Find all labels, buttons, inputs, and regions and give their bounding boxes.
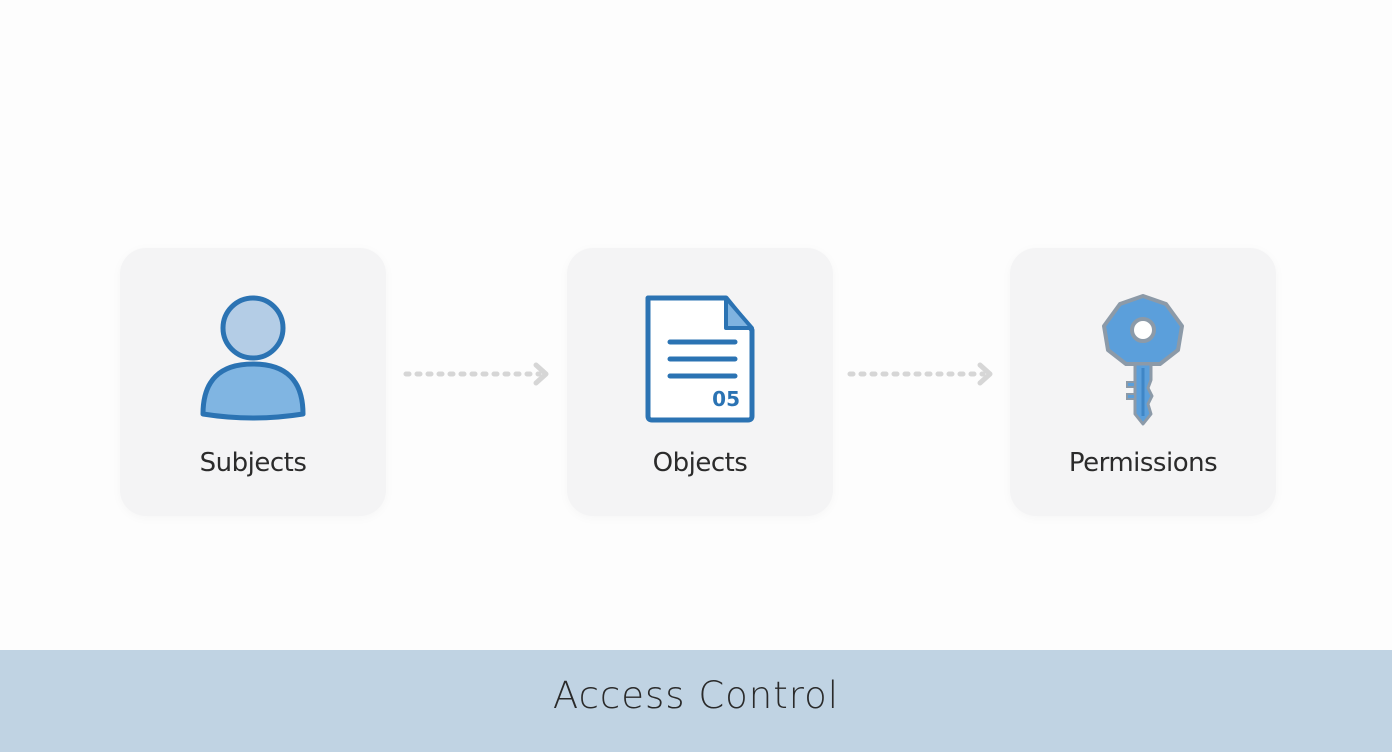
node-label: Objects [652,448,748,478]
footer-banner: Access Control [0,650,1392,752]
node-permissions: Permissions [1010,248,1276,516]
document-icon: 05 [645,295,755,423]
node-objects: 05 Objects [567,248,833,516]
arrow-right-icon [847,362,993,386]
node-subjects: Subjects [120,248,386,516]
document-number: 05 [712,387,740,411]
key-icon [1102,294,1184,426]
user-icon [200,295,306,421]
node-label: Subjects [199,448,307,478]
diagram-title: Access Control [552,674,840,717]
arrow-right-icon [403,362,549,386]
node-label: Permissions [1068,448,1218,478]
